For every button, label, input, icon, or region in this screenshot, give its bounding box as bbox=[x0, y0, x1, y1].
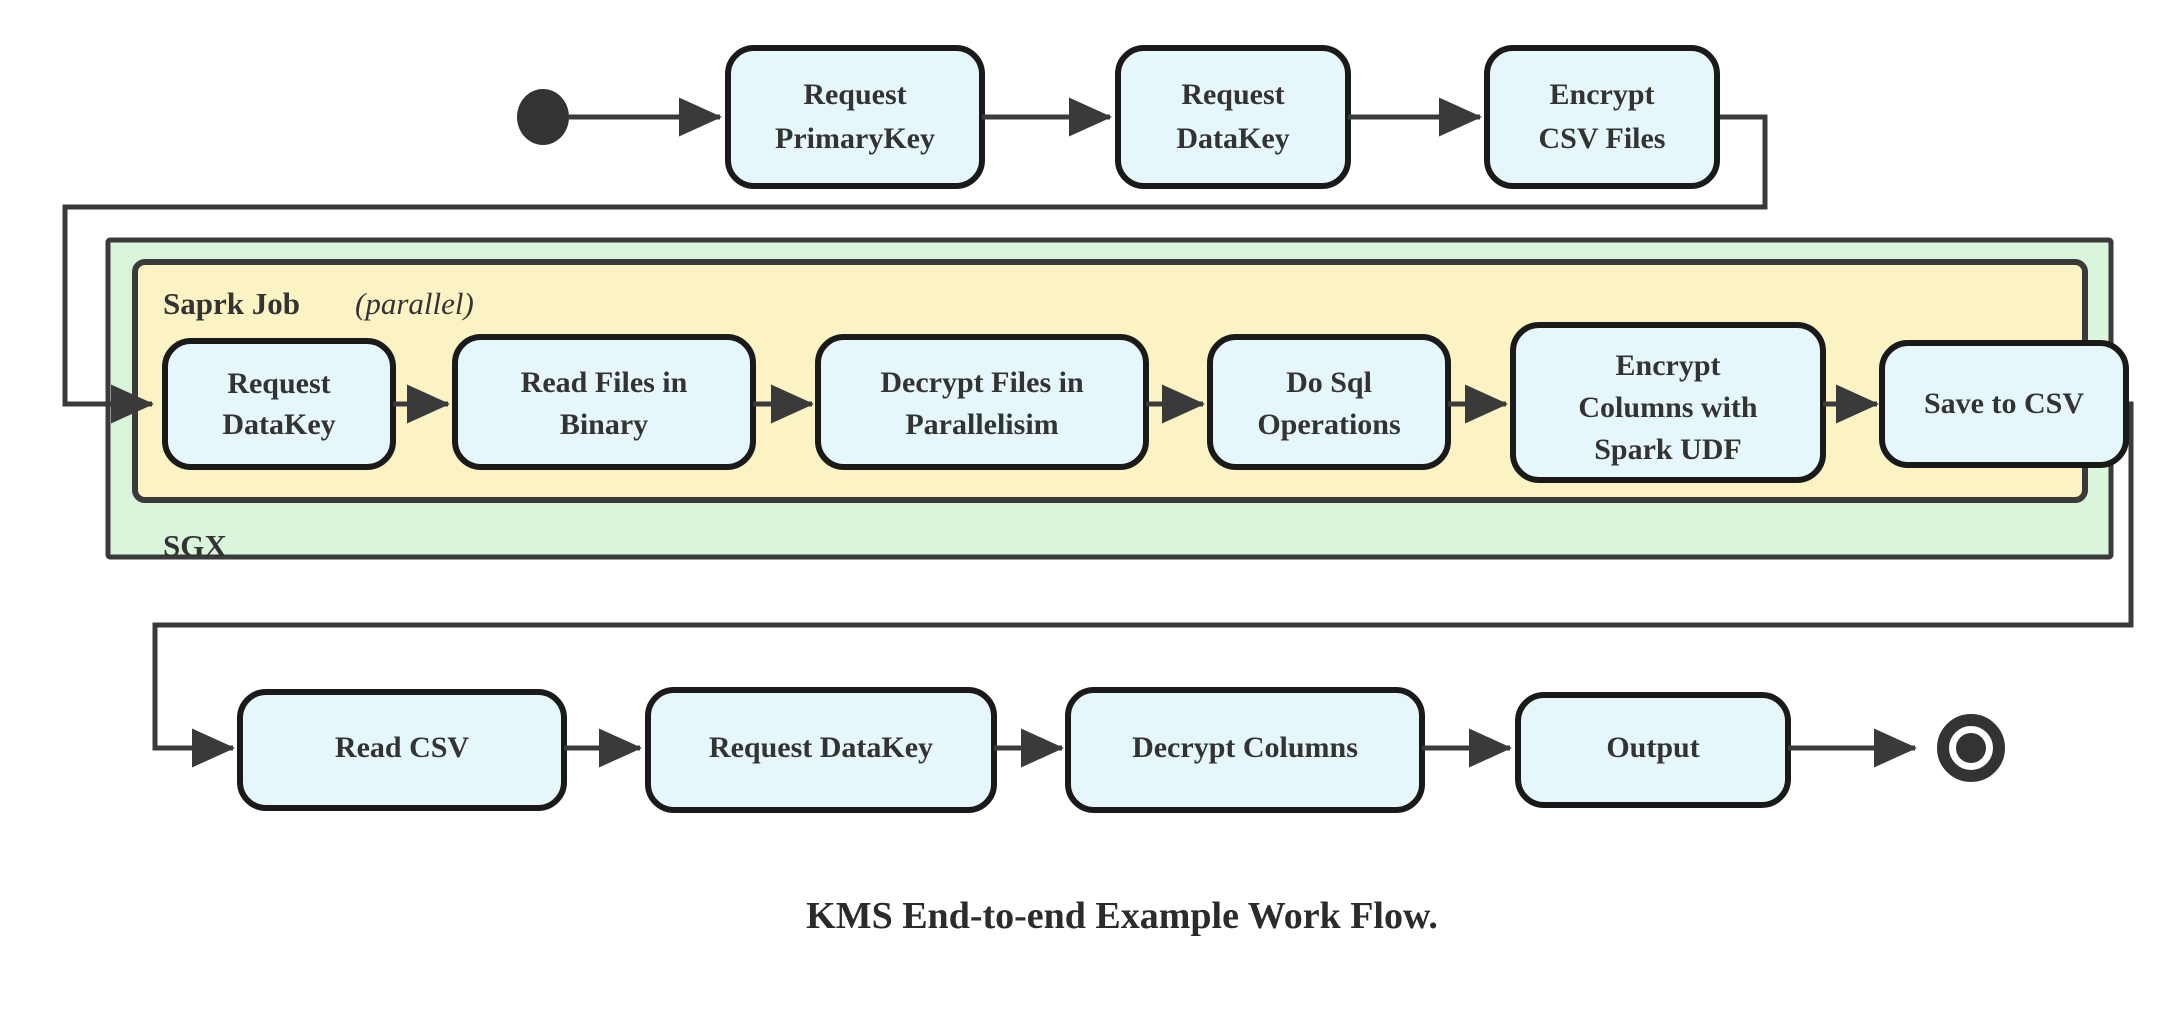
node-encrypt-csv-files[interactable]: Encrypt CSV Files bbox=[1484, 45, 1720, 189]
node-encrypt-csv-files-line-2: CSV Files bbox=[1539, 122, 1666, 155]
node-do-sql-operations-line-1: Do Sql bbox=[1286, 366, 1372, 399]
node-read-files-in-binary-line-2: Binary bbox=[560, 408, 648, 441]
end-node-ring bbox=[1937, 714, 2005, 782]
spark-job-container-label: Saprk Job bbox=[163, 286, 300, 321]
node-read-files-in-binary-line-1: Read Files in bbox=[521, 366, 688, 399]
node-save-to-csv-line-1: Save to CSV bbox=[1924, 387, 2084, 420]
sgx-container-label: SGX bbox=[163, 528, 227, 563]
node-save-to-csv-box[interactable] bbox=[1879, 340, 2129, 468]
start-node bbox=[517, 89, 569, 145]
node-output-line-1: Output bbox=[1606, 731, 1699, 764]
node-request-datakey-mid-line-1: Request bbox=[227, 367, 330, 400]
node-request-datakey-mid[interactable]: Request DataKey bbox=[162, 338, 396, 470]
node-encrypt-columns-line-1: Encrypt bbox=[1616, 349, 1721, 382]
node-request-datakey-top[interactable]: Request DataKey bbox=[1115, 45, 1351, 189]
node-read-csv[interactable]: Read CSV bbox=[237, 689, 567, 811]
node-request-datakey-top-line-2: DataKey bbox=[1176, 122, 1289, 155]
node-decrypt-files-line-2: Parallelisim bbox=[905, 408, 1058, 441]
node-output[interactable]: Output bbox=[1515, 692, 1791, 808]
node-decrypt-files-line-1: Decrypt Files in bbox=[880, 366, 1084, 399]
node-do-sql-operations-box[interactable] bbox=[1207, 334, 1451, 470]
node-encrypt-columns-line-3: Spark UDF bbox=[1594, 433, 1742, 466]
node-read-files-in-binary[interactable]: Read Files in Binary bbox=[452, 334, 756, 470]
start-node-circle bbox=[517, 89, 569, 145]
node-read-csv-line-1: Read CSV bbox=[335, 731, 470, 764]
node-request-datakey-top-box[interactable] bbox=[1115, 45, 1351, 189]
node-request-datakey-bottom-line-1: Request DataKey bbox=[709, 731, 933, 764]
node-request-datakey-mid-line-2: DataKey bbox=[222, 408, 335, 441]
node-encrypt-columns-with-spark-udf[interactable]: Encrypt Columns with Spark UDF bbox=[1510, 322, 1826, 483]
end-node-core bbox=[1956, 733, 1986, 763]
node-decrypt-files-in-parallelisim[interactable]: Decrypt Files in Parallelisim bbox=[815, 334, 1149, 470]
node-request-datakey-mid-box[interactable] bbox=[162, 338, 396, 470]
node-request-datakey-bottom[interactable]: Request DataKey bbox=[645, 687, 997, 813]
diagram-caption: KMS End-to-end Example Work Flow. bbox=[806, 895, 1438, 937]
node-decrypt-files-in-parallelisim-box[interactable] bbox=[815, 334, 1149, 470]
node-request-datakey-top-line-1: Request bbox=[1181, 78, 1284, 111]
node-do-sql-operations-line-2: Operations bbox=[1257, 408, 1400, 441]
node-request-primarykey-box[interactable] bbox=[725, 45, 985, 189]
edge-encrypt-csv-to-request-datakey bbox=[62, 114, 1768, 424]
spark-job-container-parallel-label: (parallel) bbox=[355, 286, 474, 321]
node-encrypt-csv-files-line-1: Encrypt bbox=[1550, 78, 1655, 111]
end-node bbox=[1937, 714, 2005, 782]
node-decrypt-columns-line-1: Decrypt Columns bbox=[1132, 731, 1358, 764]
node-do-sql-operations[interactable]: Do Sql Operations bbox=[1207, 334, 1451, 470]
node-decrypt-columns[interactable]: Decrypt Columns bbox=[1065, 687, 1425, 813]
node-request-primarykey[interactable]: Request PrimaryKey bbox=[725, 45, 985, 189]
node-encrypt-columns-line-2: Columns with bbox=[1578, 391, 1758, 424]
node-encrypt-csv-files-box[interactable] bbox=[1484, 45, 1720, 189]
node-read-files-in-binary-box[interactable] bbox=[452, 334, 756, 470]
node-request-primarykey-line-1: Request bbox=[803, 78, 906, 111]
node-save-to-csv[interactable]: Save to CSV bbox=[1879, 340, 2129, 468]
node-request-primarykey-line-2: PrimaryKey bbox=[775, 122, 935, 155]
